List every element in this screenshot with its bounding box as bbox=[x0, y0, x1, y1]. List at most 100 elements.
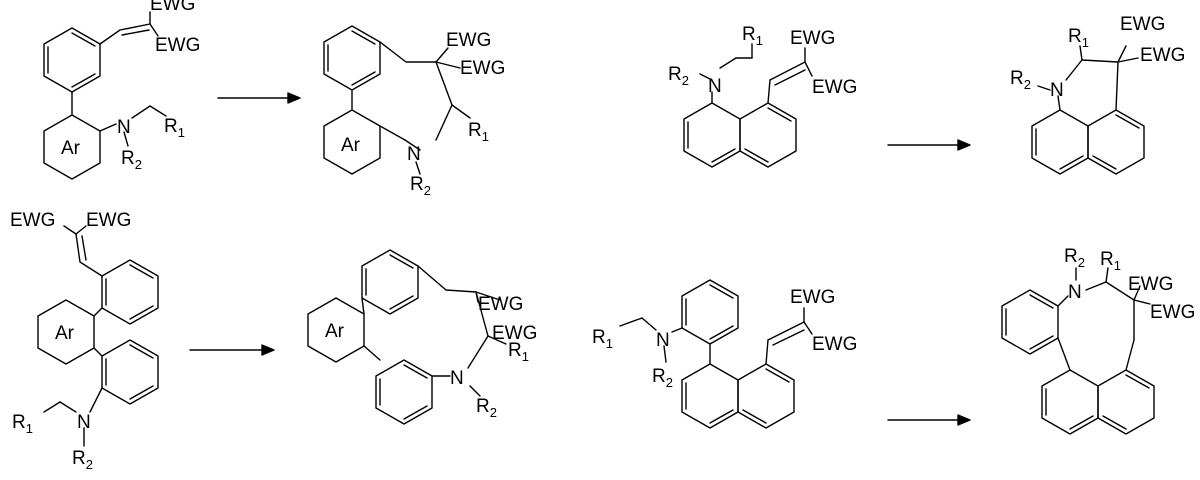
benzene-ring-lower bbox=[101, 339, 159, 405]
aromatic-bond bbox=[1092, 155, 1117, 170]
bond bbox=[1079, 45, 1083, 61]
ring-bond bbox=[417, 265, 477, 293]
bond bbox=[803, 321, 813, 335]
benzene-ring bbox=[1001, 289, 1059, 355]
bond bbox=[435, 47, 449, 63]
ewg-label: EWG bbox=[10, 210, 55, 231]
aromatic-bond bbox=[1029, 335, 1054, 350]
bond bbox=[1133, 299, 1151, 305]
ring-bond bbox=[379, 125, 406, 141]
bond bbox=[475, 291, 501, 301]
r-label: R1 bbox=[742, 24, 763, 48]
bond bbox=[1105, 267, 1109, 283]
bond bbox=[487, 335, 507, 345]
ewg-label: EWG bbox=[1128, 274, 1173, 295]
bond bbox=[1117, 57, 1139, 63]
reaction-3: EWG EWG Ar N R1 R2 bbox=[10, 210, 537, 472]
n-label: N bbox=[1050, 80, 1064, 101]
ewg-label: EWG bbox=[86, 210, 131, 231]
ring-bond bbox=[435, 104, 453, 141]
aromatic-bond bbox=[403, 405, 428, 420]
bond bbox=[131, 105, 151, 119]
ewg-label: EWG bbox=[150, 0, 195, 15]
r-label: R2 bbox=[410, 174, 431, 198]
reaction-arrow bbox=[887, 414, 971, 426]
ewg-label: EWG bbox=[446, 30, 491, 51]
ar-label: Ar bbox=[325, 321, 345, 342]
r-label: R2 bbox=[121, 148, 142, 172]
aromatic-bond bbox=[71, 32, 96, 47]
vinyl-bond bbox=[75, 233, 103, 277]
ring-bond bbox=[1057, 95, 1061, 111]
aromatic-bond bbox=[767, 107, 792, 122]
aromatic-bond bbox=[765, 368, 790, 383]
n-label: N bbox=[407, 144, 421, 165]
aromatic-bond bbox=[709, 409, 734, 424]
ring-bond bbox=[1085, 281, 1107, 291]
bond bbox=[43, 401, 61, 413]
aromatic-bond bbox=[709, 284, 734, 299]
n-label: N bbox=[1068, 282, 1082, 303]
benzene-ring bbox=[323, 25, 381, 91]
ar-label: Ar bbox=[55, 323, 75, 344]
aromatic-bond bbox=[744, 148, 769, 163]
double-bond bbox=[772, 329, 805, 346]
bond bbox=[475, 291, 479, 303]
bond bbox=[699, 73, 713, 81]
aromatic-bond bbox=[1069, 415, 1094, 430]
ring-bond bbox=[1105, 281, 1135, 301]
aromatic-bond bbox=[351, 30, 376, 45]
bond bbox=[1037, 85, 1051, 91]
naphthalene-right-ring bbox=[1097, 369, 1155, 435]
ar-label: Ar bbox=[61, 138, 81, 159]
ewg-label: EWG bbox=[492, 323, 537, 344]
bond bbox=[619, 317, 643, 327]
ewg-label: EWG bbox=[790, 28, 835, 49]
r-label: R1 bbox=[468, 120, 489, 144]
bond bbox=[804, 61, 813, 77]
bond bbox=[469, 385, 481, 397]
r-label: R2 bbox=[1064, 246, 1085, 270]
aromatic-bond bbox=[1115, 114, 1140, 129]
r-label: R2 bbox=[476, 396, 497, 420]
ewg-label: EWG bbox=[1120, 14, 1165, 35]
aromatic-bond bbox=[1102, 415, 1127, 430]
reaction-4-product: EWG EWG N R1 R2 bbox=[1001, 246, 1195, 435]
r-label: R2 bbox=[668, 64, 689, 88]
n-label: N bbox=[77, 412, 91, 433]
reaction-3-product: EWG EWG Ar N R1 R2 bbox=[307, 249, 537, 425]
naphthalene-right-ring bbox=[739, 102, 797, 168]
aromatic-bond bbox=[709, 325, 734, 340]
aromatic-bond bbox=[389, 254, 414, 269]
aromatic-bond bbox=[742, 409, 767, 424]
r-label: R2 bbox=[1010, 68, 1031, 92]
ring-bond bbox=[363, 345, 381, 361]
ring-bond bbox=[1065, 59, 1083, 81]
aromatic-bond bbox=[711, 148, 736, 163]
r-label: R1 bbox=[1068, 26, 1089, 50]
reaction-arrow bbox=[887, 139, 971, 151]
ewg-label: EWG bbox=[478, 294, 523, 315]
benzene-ring-upper bbox=[361, 249, 419, 315]
bond bbox=[59, 401, 77, 413]
ring-bond bbox=[1125, 339, 1135, 371]
r-label: R1 bbox=[508, 340, 529, 364]
ewg-label: EWG bbox=[1140, 45, 1185, 66]
ring-bond bbox=[361, 297, 365, 315]
ring-bond bbox=[1057, 337, 1071, 371]
r-label: R1 bbox=[12, 412, 33, 436]
n-label: N bbox=[117, 117, 131, 138]
bond bbox=[63, 225, 77, 235]
aromatic-bond bbox=[389, 295, 414, 310]
reaction-arrow bbox=[217, 92, 301, 104]
naphthalene-right-ring bbox=[1087, 109, 1145, 175]
aromatic-bond bbox=[129, 264, 154, 279]
reaction-4: EWG EWG N R1 R2 bbox=[592, 246, 1195, 435]
ewg-label: EWG bbox=[812, 77, 857, 98]
vinyl-bond bbox=[99, 23, 151, 45]
bond bbox=[451, 104, 471, 119]
naphthalene-left-ring bbox=[683, 102, 741, 168]
ewg-label: EWG bbox=[790, 287, 835, 308]
reaction-3-reactant: EWG EWG Ar N R1 R2 bbox=[10, 210, 159, 472]
r-label: R1 bbox=[592, 327, 613, 351]
